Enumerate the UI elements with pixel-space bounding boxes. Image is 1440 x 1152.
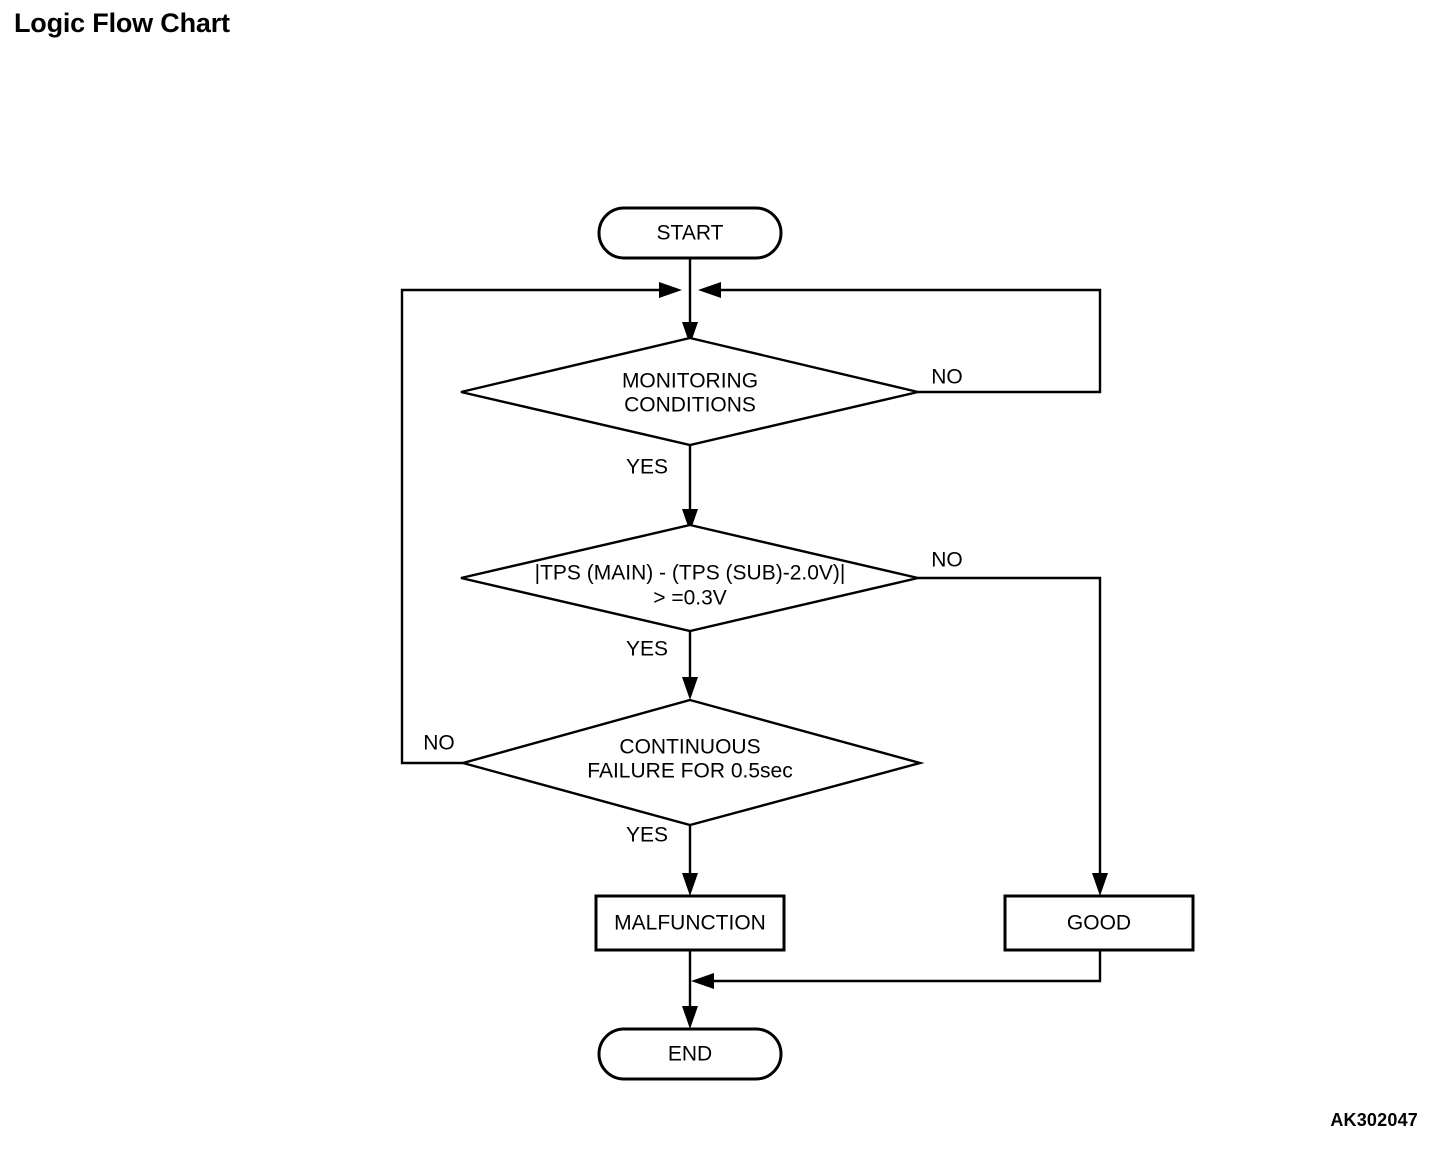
node-malfunction-label: MALFUNCTION [614, 912, 766, 935]
node-malfunction[interactable] [594, 894, 786, 952]
figure-code: AK302047 [1330, 1110, 1418, 1130]
node-tps-label-line2: > =0.3V [653, 587, 727, 610]
node-monitoring-label-line1: MONITORING [622, 370, 758, 393]
edge-tps-no-to-good [918, 576, 1102, 882]
node-monitoring-label-line2: CONDITIONS [624, 394, 756, 417]
node-good[interactable] [1003, 894, 1195, 952]
page-title: Logic Flow Chart [14, 8, 230, 38]
arrow-down-to-malfunction [682, 873, 698, 896]
node-end[interactable] [597, 1027, 783, 1081]
arrow-down-to-good [1092, 873, 1108, 896]
edge-monitoring-no-loop [720, 288, 1102, 394]
node-tps-condition[interactable] [460, 523, 919, 633]
edge-continuous-no-loop [400, 288, 660, 765]
arrow-left-into-junction [698, 282, 721, 298]
node-start[interactable] [597, 206, 783, 260]
arrow-down-to-monitoring [682, 322, 698, 345]
node-monitoring-conditions[interactable] [460, 336, 919, 447]
node-continuous-failure[interactable] [458, 698, 925, 827]
branch-label-monitoring-no: NO [931, 366, 963, 389]
branch-label-continuous-yes: YES [626, 824, 668, 847]
node-continuous-label-line1: CONTINUOUS [619, 736, 760, 759]
branch-label-continuous-no: NO [423, 732, 455, 755]
edge-good-merge [712, 950, 1102, 983]
branch-label-tps-yes: YES [626, 638, 668, 661]
arrow-down-to-tps [682, 509, 698, 532]
arrow-left-merge [691, 973, 714, 989]
node-tps-label-line1: |TPS (MAIN) - (TPS (SUB)-2.0V)| [535, 562, 846, 585]
branch-label-tps-no: NO [931, 549, 963, 572]
node-start-label: START [657, 222, 724, 245]
arrow-down-to-continuous [682, 677, 698, 700]
arrow-right-into-junction [659, 282, 682, 298]
node-continuous-label-line2: FAILURE FOR 0.5sec [587, 760, 792, 783]
arrow-down-to-end [682, 1006, 698, 1029]
node-end-label: END [668, 1043, 712, 1066]
node-good-label: GOOD [1067, 912, 1131, 935]
branch-label-monitoring-yes: YES [626, 456, 668, 479]
